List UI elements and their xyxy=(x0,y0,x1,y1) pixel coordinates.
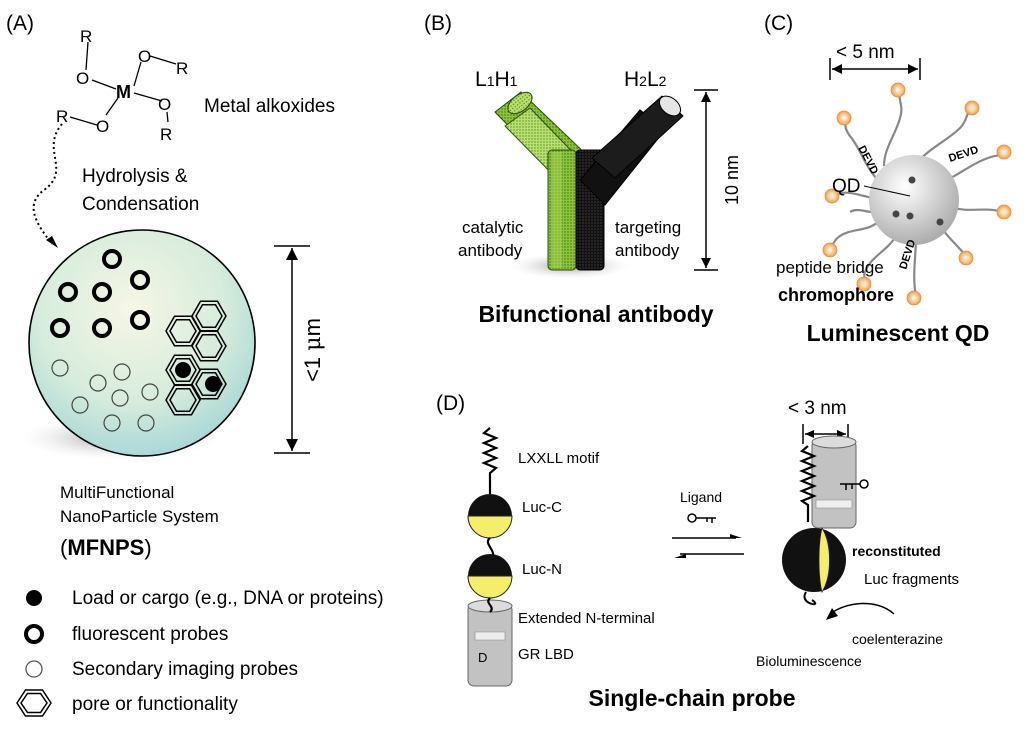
alkoxide-o1: O xyxy=(76,69,89,88)
chromophore-label: chromophore xyxy=(778,285,894,305)
qd-label: QD xyxy=(832,176,861,197)
label-h2l2: H2L2 xyxy=(624,68,667,91)
chromophores xyxy=(822,82,1012,306)
panel-b: (B) L1H1 H2L2 catalytic antibody targeti… xyxy=(424,12,742,327)
lxxll-motif-label: LXXLL motif xyxy=(518,450,600,467)
alkoxide-r4: R xyxy=(56,107,68,126)
extended-n-terminal-label: Extended N-terminal xyxy=(518,610,655,627)
devd-label-2: DEVD xyxy=(947,144,980,165)
catalytic-antibody-shape xyxy=(494,91,593,271)
qd-leader-line xyxy=(863,185,911,197)
bioluminescence-label: Bioluminescence xyxy=(756,653,862,669)
secondary-imaging-probes xyxy=(51,359,159,432)
panel-a: (A) R O M O R O R O R Metal alkoxides Hy… xyxy=(6,12,384,717)
legend-fluorescent-label: fluorescent probes xyxy=(72,624,228,645)
targeting-label-line2: antibody xyxy=(615,241,680,260)
single-chain-probe-title: Single-chain probe xyxy=(588,685,795,711)
catalytic-label-line1: catalytic xyxy=(462,218,524,237)
alkoxide-r3: R xyxy=(160,125,172,144)
fluorescent-probes xyxy=(50,249,150,338)
bifunctional-antibody-title: Bifunctional antibody xyxy=(478,301,713,327)
quantum-dot xyxy=(869,155,959,245)
equilibrium-arrows xyxy=(672,534,744,558)
linear-probe: D xyxy=(467,427,513,687)
legend-fluorescent-symbol xyxy=(24,624,44,644)
panel-a-label: (A) xyxy=(6,12,34,35)
ligand-key-icon xyxy=(687,513,716,523)
pores-hexagons xyxy=(165,300,227,416)
luc-fragments-label: Luc fragments xyxy=(864,571,959,588)
mfnps-name-line2: NanoParticle System xyxy=(60,507,219,526)
mfnps-size-bar xyxy=(274,245,310,454)
panel-c: (C) < 5 nm xyxy=(764,12,1012,346)
probe-size-label: < 3 nm xyxy=(788,398,847,419)
legend-secondary-symbol xyxy=(25,660,43,678)
legend-secondary-label: Secondary imaging probes xyxy=(72,659,298,680)
reaction-arrowhead xyxy=(46,236,58,248)
label-l1h1: L1H1 xyxy=(475,68,518,91)
metal-alkoxides-label: Metal alkoxides xyxy=(204,96,335,117)
qd-size-bar xyxy=(829,58,921,80)
legend-pore-label: pore or functionality xyxy=(72,694,238,715)
reconstituted-probe xyxy=(782,435,869,606)
legend-pore-symbol xyxy=(16,689,52,717)
coelenterazine-label: coelenterazine xyxy=(852,631,943,647)
antibody-size-label: 10 nm xyxy=(722,155,742,205)
ligand-label: Ligand xyxy=(680,489,722,505)
qd-size-label: < 5 nm xyxy=(836,42,895,63)
catalytic-label-line2: antibody xyxy=(458,241,523,260)
condensation-label: Condensation xyxy=(82,194,199,215)
qd-surface-dots xyxy=(892,176,944,226)
luc-n-label: Luc-N xyxy=(522,561,562,578)
mfnps-name-line1: MultiFunctional xyxy=(60,483,174,502)
panel-d: (D) D LXXLL motif Luc-C Luc-N Extended N… xyxy=(436,392,959,711)
alkoxide-r2: R xyxy=(176,59,188,78)
luc-c-label: Luc-C xyxy=(522,499,562,516)
alkoxide-o4: O xyxy=(96,117,109,136)
antibody-size-bar xyxy=(694,89,718,271)
hydrolysis-label: Hydrolysis & xyxy=(82,166,188,187)
reaction-curve-arrowhead xyxy=(826,608,838,620)
cargo-loads xyxy=(175,362,221,392)
gr-lbd-label: GR LBD xyxy=(518,646,574,663)
targeting-label-line1: targeting xyxy=(615,218,681,237)
panel-c-label: (C) xyxy=(764,12,793,35)
targeting-antibody-shape xyxy=(575,95,684,271)
reaction-curve-arrow xyxy=(829,602,895,615)
panel-d-label: (D) xyxy=(436,392,465,415)
legend-cargo-label: Load or cargo (e.g., DNA or proteins) xyxy=(72,588,384,609)
alkoxide-o2: O xyxy=(138,47,151,66)
alkoxide-metal: M xyxy=(116,82,131,102)
reaction-dotted-arrow xyxy=(32,123,63,245)
metal-alkoxide-structure: R O M O R O R O R xyxy=(56,27,188,144)
panel-b-label: (B) xyxy=(424,12,452,35)
luminescent-qd-title: Luminescent QD xyxy=(807,320,990,346)
mfnps-abbreviation: (MFNPS) xyxy=(60,535,152,560)
devd-label-1: DEVD xyxy=(855,144,880,177)
peptide-bridge-label: peptide bridge xyxy=(776,258,884,277)
reconstituted-label: reconstituted xyxy=(852,543,941,559)
alkoxide-o3: O xyxy=(158,95,171,114)
alkoxide-r1: R xyxy=(80,27,92,46)
legend: Load or cargo (e.g., DNA or proteins) fl… xyxy=(16,588,384,717)
svg-text:D: D xyxy=(478,650,487,665)
mfnps-size-label: <1 μm xyxy=(300,318,326,382)
legend-cargo-symbol xyxy=(26,590,42,606)
